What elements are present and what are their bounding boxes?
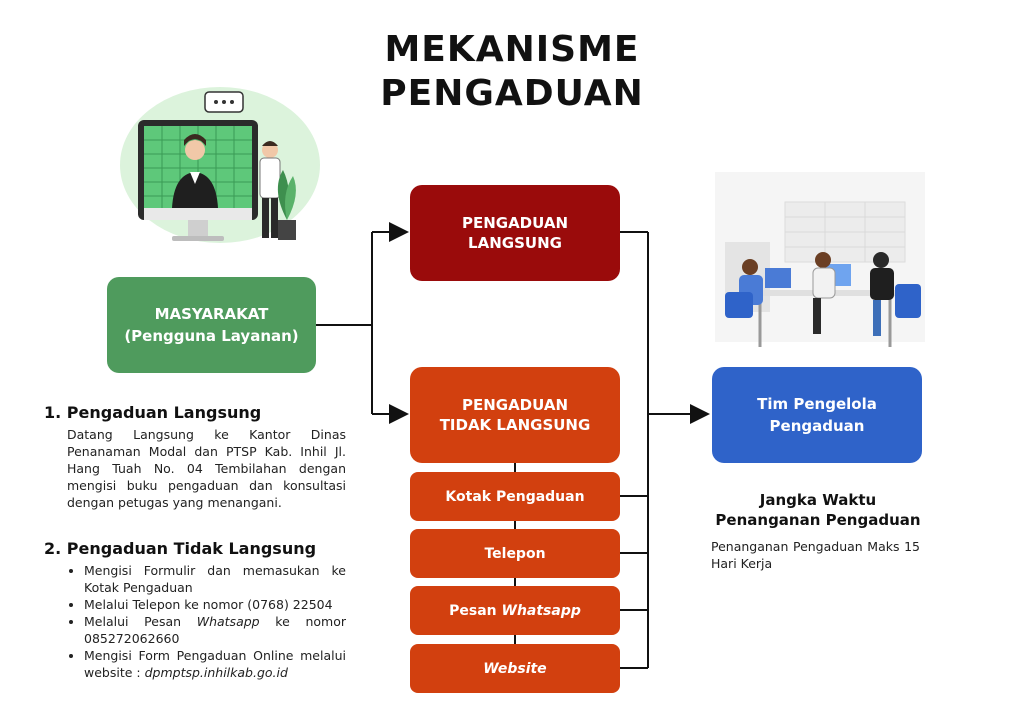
list-item: Melalui Telepon ke nomor (0768) 22504 — [84, 596, 346, 613]
tim-pengelola-box: Tim Pengelola Pengaduan — [712, 367, 922, 463]
channel-website-label: Website — [483, 660, 547, 677]
item3-pre: Melalui Pesan — [84, 614, 197, 629]
section2-heading: 2. Pengaduan Tidak Langsung — [44, 539, 317, 558]
section1-heading: 1. Pengaduan Langsung — [44, 403, 262, 422]
channel-kotak-pengaduan: Kotak Pengaduan — [410, 472, 620, 521]
section-pengaduan-langsung: 1. Pengaduan Langsung Datang Langsung ke… — [44, 403, 346, 511]
jangka-waktu-desc: Penanganan Pengaduan Maks 15 Hari Kerja — [711, 539, 920, 571]
langsung-line-2: LANGSUNG — [468, 234, 562, 252]
channel-kotak-label: Kotak Pengaduan — [445, 488, 585, 505]
list-item: Mengisi Form Pengaduan Online melalui we… — [84, 647, 346, 681]
masyarakat-line-2: (Pengguna Layanan) — [124, 327, 299, 345]
masyarakat-box: MASYARAKAT (Pengguna Layanan) — [107, 277, 316, 373]
channel-telepon: Telepon — [410, 529, 620, 578]
tim-line-1: Tim Pengelola — [757, 395, 877, 413]
item3-whatsapp: Whatsapp — [196, 614, 260, 629]
pengaduan-tidak-langsung-box: PENGADUAN TIDAK LANGSUNG — [410, 367, 620, 463]
section-pengaduan-tidak-langsung: 2. Pengaduan Tidak Langsung Mengisi Form… — [44, 539, 346, 681]
list-item: Mengisi Formulir dan memasukan ke Kotak … — [84, 562, 346, 596]
pengaduan-langsung-box: PENGADUAN LANGSUNG — [410, 185, 620, 281]
channel-website: Website — [410, 644, 620, 693]
tidak-langsung-line-1: PENGADUAN — [461, 396, 569, 414]
jangka-waktu-title: Jangka Waktu Penanganan Pengaduan — [700, 490, 936, 530]
section2-list: Mengisi Formulir dan memasukan ke Kotak … — [66, 562, 346, 681]
jangka-line-1: Jangka Waktu — [759, 491, 877, 509]
langsung-line-1: PENGADUAN — [461, 214, 569, 232]
item4-pre: Mengisi Form Pengaduan Online melalui we… — [84, 648, 346, 680]
channel-telepon-label: Telepon — [484, 545, 546, 562]
video-call-illustration — [120, 87, 320, 243]
page-title: MEKANISME PENGADUAN — [0, 28, 1024, 116]
team-meeting-illustration — [715, 172, 925, 347]
title-line-1: MEKANISME — [384, 29, 640, 70]
title-line-2: PENGADUAN — [380, 73, 644, 114]
channel-pesan-word: Pesan — [449, 602, 497, 619]
section1-text: Datang Langsung ke Kantor Dinas Penanama… — [67, 427, 346, 510]
channel-pesan-label: Pesan Whatsapp — [449, 603, 581, 619]
jangka-line-2: Penanganan Pengaduan — [715, 511, 921, 529]
channel-whatsapp-word: Whatsapp — [501, 602, 581, 619]
channel-pesan-whatsapp: Pesan Whatsapp — [410, 586, 620, 635]
item3-post: ke nomor 085272062660 — [84, 614, 346, 646]
tim-line-2: Pengaduan — [769, 417, 865, 435]
item4-website: dpmptsp.inhilkab.go.id — [144, 665, 288, 680]
tidak-langsung-line-2: TIDAK LANGSUNG — [439, 416, 591, 434]
list-item: Melalui Pesan Whatsapp ke nomor 08527206… — [84, 613, 346, 647]
masyarakat-line-1: MASYARAKAT — [154, 305, 269, 323]
